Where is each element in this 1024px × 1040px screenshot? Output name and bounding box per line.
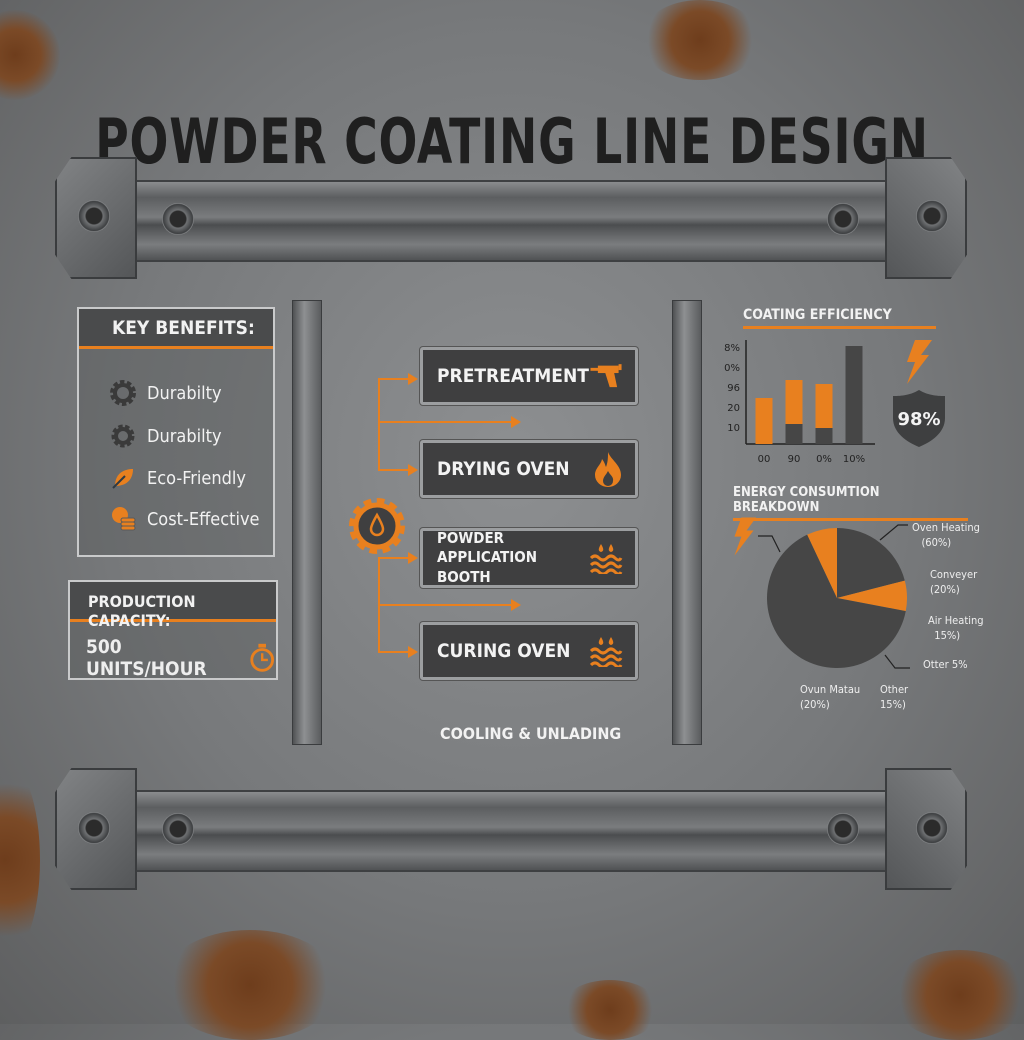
final-step-label: COOLING & UNLADING bbox=[440, 724, 622, 743]
coating-efficiency-title: COATING EFFICIENCY bbox=[743, 307, 936, 329]
bar bbox=[815, 384, 833, 428]
energy-breakdown-title: ENERGY CONSUMTION BREAKDOWN bbox=[733, 485, 968, 521]
y-tick-label: 10 bbox=[727, 423, 740, 434]
step-label: PRETREATMENT bbox=[437, 365, 589, 387]
bar bbox=[755, 398, 773, 444]
gear-drop-icon bbox=[349, 498, 405, 554]
leaf-icon bbox=[112, 469, 133, 489]
x-tick-label: 0% bbox=[816, 454, 832, 465]
leader-line bbox=[758, 535, 781, 553]
y-tick-label: 96 bbox=[727, 383, 740, 394]
benefit-label: Cost-Effective bbox=[147, 508, 260, 530]
production-capacity-panel: PRODUCTION CAPACITY: 500 UNITS/HOUR bbox=[68, 580, 278, 680]
y-tick-label: 8% bbox=[724, 343, 740, 354]
left-post bbox=[292, 300, 322, 745]
pie-slice bbox=[837, 528, 905, 598]
pie-label: Ovun Matau(20%) bbox=[800, 683, 861, 711]
lightning-icon bbox=[907, 340, 932, 384]
step-label: CURING OVEN bbox=[437, 640, 571, 662]
step-pretreatment: PRETREATMENT bbox=[420, 347, 638, 405]
pie-label: Otter 5% bbox=[923, 658, 968, 671]
production-heading: PRODUCTION CAPACITY: bbox=[70, 582, 276, 630]
pie-label: Air Heating 15%) bbox=[928, 614, 984, 642]
gear-icon bbox=[111, 424, 135, 448]
key-benefits-heading: KEY BENEFITS: bbox=[79, 309, 273, 349]
page-title: POWDER COATING LINE DESIGN bbox=[95, 105, 929, 178]
pie-slice bbox=[767, 534, 906, 668]
y-tick-label: 0% bbox=[724, 363, 740, 374]
benefit-item: Cost-Effective bbox=[109, 505, 260, 533]
bar bbox=[785, 424, 803, 444]
energy-pie-chart bbox=[758, 524, 910, 669]
benefit-label: Eco-Friendly bbox=[147, 467, 246, 489]
pie-label: Oven Heating (60%) bbox=[912, 521, 980, 549]
stopwatch-icon bbox=[249, 643, 274, 672]
benefit-item: Eco-Friendly bbox=[109, 464, 246, 492]
step-label: POWDER APPLICATION BOOTH bbox=[437, 528, 538, 586]
production-value: 500 UNITS/HOUR bbox=[86, 636, 207, 680]
leader-line bbox=[884, 654, 910, 669]
pie-slice bbox=[807, 528, 837, 598]
pie-label: Conveyer(20%) bbox=[930, 568, 978, 596]
coins-icon bbox=[112, 507, 136, 531]
shield-badge: 98% bbox=[893, 390, 945, 447]
y-tick-label: 20 bbox=[727, 403, 740, 414]
benefit-item: Durabilty bbox=[109, 422, 222, 450]
water-drops-icon bbox=[589, 544, 623, 574]
coating-efficiency-chart: 10 20 96 0% 8% 00 90 0% 10% bbox=[724, 340, 875, 465]
benefit-item: Durabilty bbox=[109, 379, 222, 407]
flame-icon bbox=[595, 452, 621, 487]
bar bbox=[785, 380, 803, 424]
spray-gun-icon bbox=[590, 364, 622, 388]
gear-icon bbox=[110, 380, 136, 406]
key-benefits-panel: KEY BENEFITS: Durabilty Durabilty Eco-Fr… bbox=[77, 307, 275, 557]
benefit-label: Durabilty bbox=[147, 425, 222, 447]
right-post bbox=[672, 300, 702, 745]
step-label: DRYING OVEN bbox=[437, 458, 570, 480]
x-tick-label: 90 bbox=[788, 454, 801, 465]
benefit-label: Durabilty bbox=[147, 382, 222, 404]
x-tick-label: 10% bbox=[843, 454, 865, 465]
step-powder-application-booth: POWDER APPLICATION BOOTH bbox=[420, 528, 638, 588]
bar bbox=[845, 346, 863, 444]
efficiency-badge-value: 98% bbox=[897, 409, 940, 430]
x-tick-label: 00 bbox=[758, 454, 771, 465]
leader-line bbox=[879, 524, 908, 541]
step-drying-oven: DRYING OVEN bbox=[420, 440, 638, 498]
step-curing-oven: CURING OVEN bbox=[420, 622, 638, 680]
water-drops-icon bbox=[589, 637, 623, 667]
lightning-icon bbox=[734, 517, 757, 556]
pie-slice bbox=[837, 580, 907, 612]
bar bbox=[815, 428, 833, 444]
